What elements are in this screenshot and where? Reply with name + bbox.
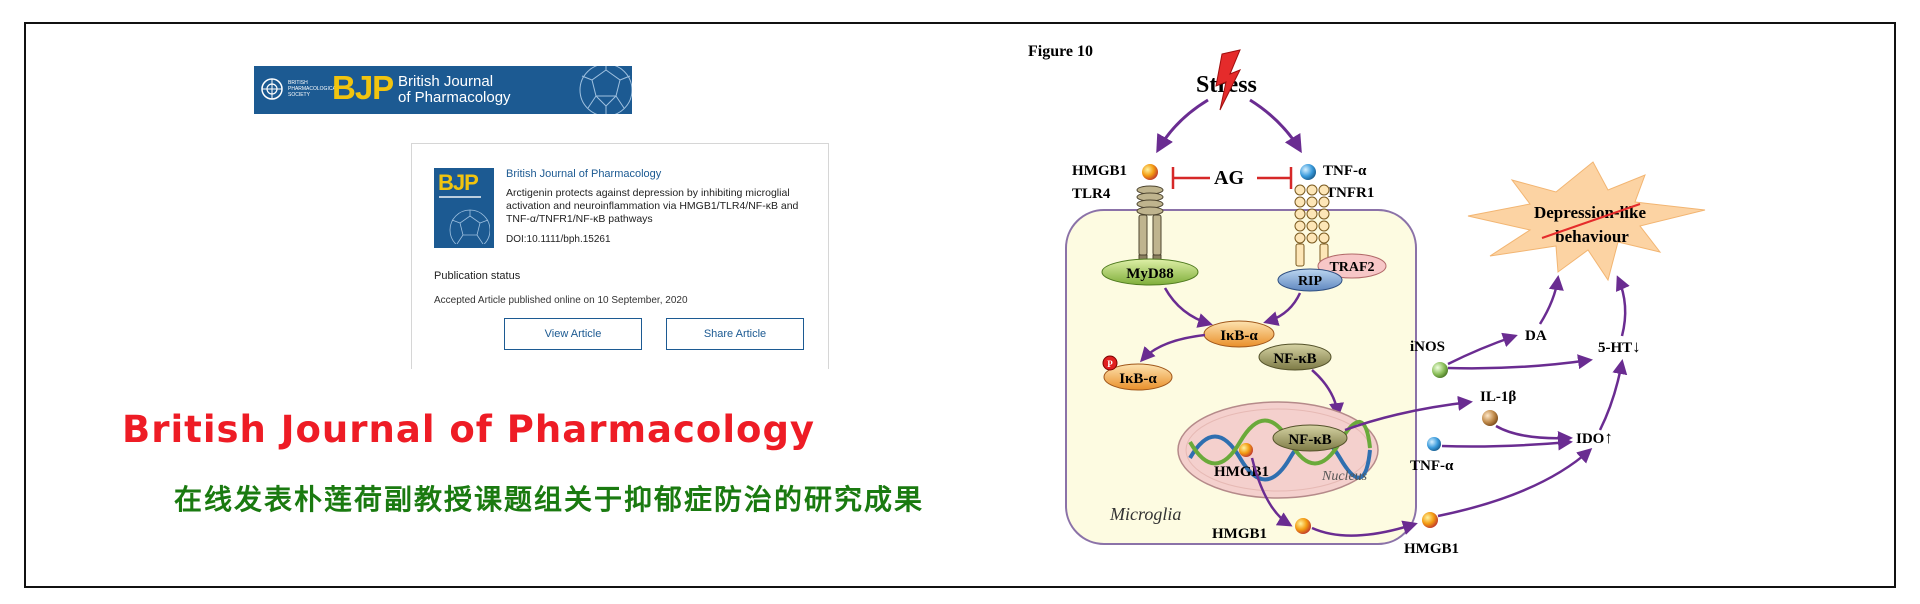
tnfa-right-label: TNF-α [1410, 458, 1454, 474]
article-journal-link[interactable]: British Journal of Pharmacology [506, 168, 662, 180]
ag-inhibit-left [1171, 167, 1210, 189]
hmgb1-right-ball [1422, 512, 1438, 528]
arrow-nucleus-hmgb1 [1250, 457, 1293, 527]
traf2-label: TRAF2 [1329, 260, 1374, 275]
figure-title: Figure 10 [1028, 43, 1093, 60]
arrow-myd88-ikba [1163, 287, 1213, 328]
society-name: British Pharmacological Society [288, 80, 339, 98]
rip-node [1277, 268, 1343, 292]
arrow-stress-tnfa [1249, 98, 1302, 154]
rip-label: RIP [1298, 274, 1323, 289]
share-article-button[interactable]: Share Article [666, 318, 804, 350]
publication-status-text: Accepted Article published online on 10 … [434, 295, 688, 306]
dna-icon [1188, 434, 1372, 482]
geodesic-ball-icon [579, 66, 632, 114]
depression-starburst [1467, 161, 1706, 282]
arrow-5ht-depression [1616, 275, 1630, 337]
hmgb1-out-label: HMGB1 [1212, 526, 1267, 542]
nfkb-label: NF-κB [1273, 351, 1316, 367]
myd88-label: MyD88 [1126, 266, 1174, 282]
myd88-node [1101, 258, 1199, 286]
arrow-inos-da [1447, 332, 1518, 366]
ag-inhibit-right [1257, 167, 1293, 189]
ikba-phospho-label: IκB-α [1119, 371, 1157, 387]
nfkb-nucleus-node [1272, 424, 1348, 452]
publication-status-heading: Publication status [434, 270, 521, 282]
da-label: DA [1525, 328, 1547, 344]
ht-label: 5-HT↓ [1598, 337, 1641, 356]
hmgb1-label: HMGB1 [1072, 163, 1127, 179]
figure-frame [24, 22, 1896, 588]
bjp-brand: BJP [332, 69, 394, 106]
hmgb1-ball [1142, 164, 1158, 180]
article-doi: DOI:10.1111/bph.15261 [506, 234, 611, 245]
il1b-ball [1482, 410, 1498, 426]
journal-name: British Journal of Pharmacology [398, 74, 511, 106]
journal-cover-thumbnail[interactable]: BJP [434, 168, 494, 248]
tnfa-label: TNF-α [1323, 163, 1367, 179]
nucleus [1177, 401, 1379, 499]
hmgb1-nucleus-label: HMGB1 [1214, 464, 1269, 480]
arrow-tnfa-ido [1441, 435, 1573, 451]
hmgb1-out-ball [1295, 518, 1311, 534]
nfkb-nucleus-label: NF-κB [1288, 432, 1331, 448]
journal-name-line2: of Pharmacology [398, 89, 511, 106]
tlr4-label: TLR4 [1072, 186, 1111, 202]
article-card: BJP British Journal of Pharmacology Arct… [411, 143, 829, 369]
journal-name-line1: British Journal [398, 73, 494, 90]
tnfa-ball [1300, 164, 1316, 180]
cover-geodesic-icon [449, 209, 490, 244]
hmgb1-right-label: HMGB1 [1404, 541, 1459, 557]
arrow-hmgb1-ido [1437, 447, 1593, 518]
arrow-stress-hmgb1 [1156, 98, 1209, 154]
pathway-diagram: Figure 10 Stress HMGB1 AG TNF-α TLR4 TNF… [1028, 43, 1706, 557]
inos-label: iNOS [1410, 339, 1445, 355]
ag-label: AG [1214, 167, 1244, 189]
tnfr1-label: TNFR1 [1326, 185, 1374, 201]
nfkb-node [1258, 343, 1332, 371]
phosphate-label: P [1107, 359, 1113, 369]
article-title: Arctigenin protects against depression b… [506, 187, 799, 225]
arrow-rip-ikba [1263, 292, 1302, 326]
arrow-ido-5ht [1598, 359, 1628, 431]
ikba-phospho-node [1103, 363, 1173, 391]
arrow-nfkb-il1b [1344, 395, 1473, 432]
tnfr1-receptor [1294, 184, 1330, 267]
thumb-brand: BJP [438, 170, 479, 195]
depression-line2: behaviour [1555, 227, 1629, 246]
nucleus-label: Nucleus [1321, 469, 1368, 484]
headline-english: British Journal of Pharmacology [122, 408, 816, 451]
bjp-banner: British Pharmacological Society BJP Brit… [254, 66, 632, 114]
depression-line1: Depression-like [1534, 203, 1647, 222]
ido-label: IDO↑ [1576, 428, 1613, 447]
hmgb1-nucleus-ball [1239, 443, 1253, 457]
phosphate-ball [1102, 355, 1118, 371]
arrow-il1b-ido [1495, 424, 1573, 446]
arrow-inos-5ht [1447, 354, 1593, 370]
arrow-ikba-phospho [1139, 333, 1206, 363]
arrow-da-depression [1538, 275, 1564, 325]
lightning-icon [1215, 49, 1242, 111]
headline-chinese: 在线发表朴莲荷副教授课题组关于抑郁症防治的研究成果 [174, 483, 925, 516]
arrow-hmgb1-right [1311, 520, 1418, 537]
depression-strike [1541, 203, 1641, 239]
society-logo-icon [261, 78, 283, 100]
microglia-label: Microglia [1109, 504, 1181, 524]
tnfa-right-ball [1427, 437, 1441, 451]
traf2-node [1317, 253, 1387, 279]
ikba-label: IκB-α [1220, 328, 1258, 344]
inos-ball [1432, 362, 1448, 378]
view-article-button[interactable]: View Article [504, 318, 642, 350]
il1b-label: IL-1β [1480, 389, 1516, 405]
